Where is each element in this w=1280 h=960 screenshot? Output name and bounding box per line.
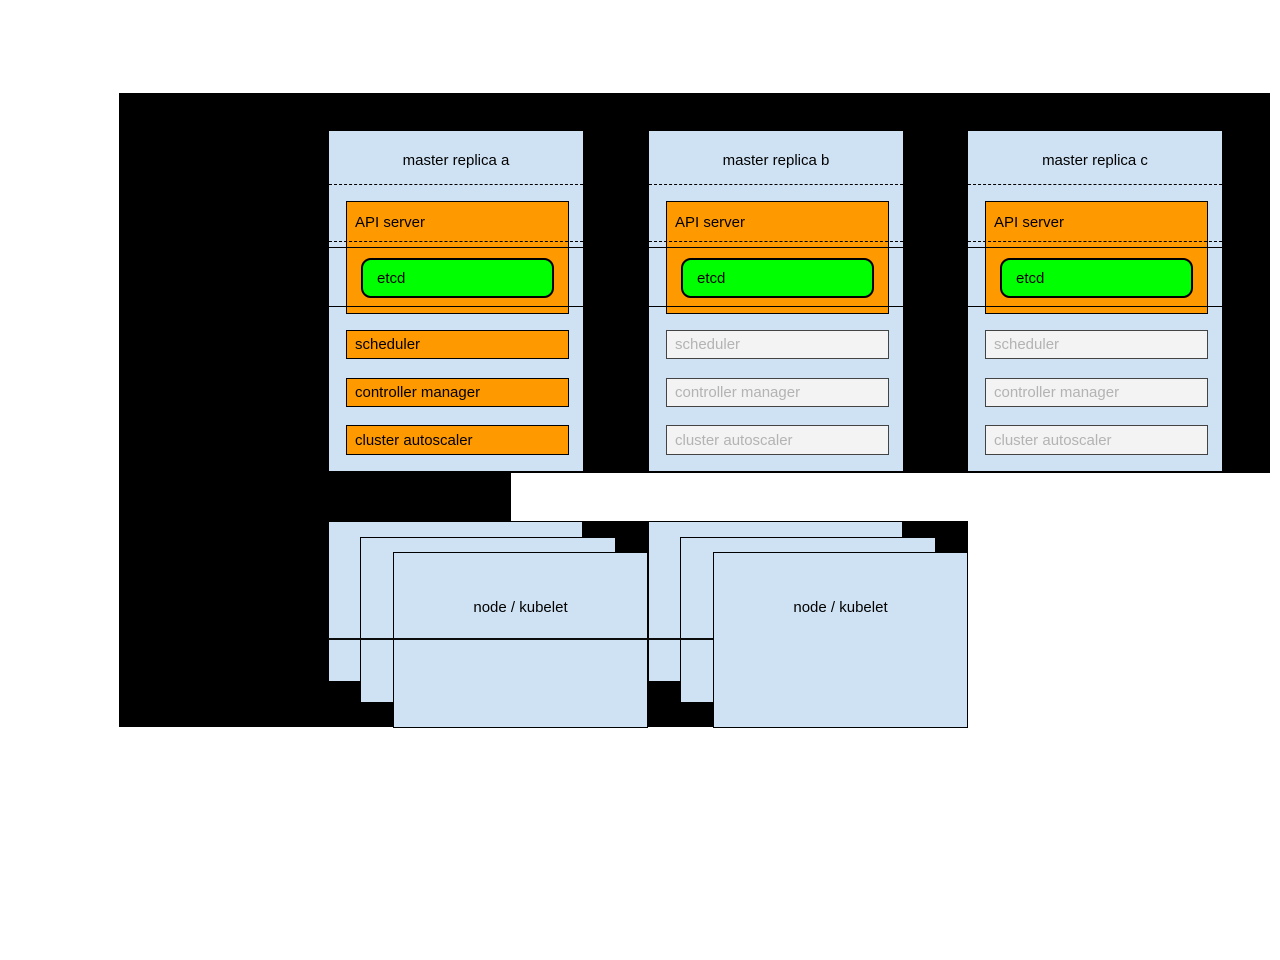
controller-manager-box: controller manager — [346, 378, 569, 407]
node-kubelet-label: node / kubelet — [473, 599, 568, 616]
etcd-label: etcd — [697, 269, 726, 287]
scheduler-box: scheduler — [346, 330, 569, 359]
cluster-autoscaler-box: cluster autoscaler — [666, 425, 889, 455]
controller-manager-label: controller manager — [994, 384, 1120, 401]
scheduler-box: scheduler — [666, 330, 889, 359]
api-server-label: API server — [994, 214, 1065, 231]
divider-solid — [649, 247, 903, 248]
etcd-box: etcd — [361, 258, 554, 298]
master-replica-c-box: master replica c API server etcd schedul… — [967, 130, 1223, 472]
etcd-box: etcd — [681, 258, 874, 298]
master-replica-b-box: master replica b API server etcd schedul… — [648, 130, 904, 472]
node-box-front: node / kubelet — [393, 552, 648, 728]
scheduler-box: scheduler — [985, 330, 1208, 359]
cluster-autoscaler-label: cluster autoscaler — [675, 431, 793, 449]
divider-solid — [968, 306, 1222, 307]
etcd-label: etcd — [377, 269, 406, 287]
api-server-label: API server — [355, 214, 426, 231]
cluster-autoscaler-label: cluster autoscaler — [355, 431, 473, 449]
scheduler-label: scheduler — [355, 336, 421, 353]
divider-solid — [329, 247, 583, 248]
scheduler-label: scheduler — [994, 336, 1060, 353]
node-group-1: node / kubelet — [328, 521, 648, 730]
api-server-label: API server — [675, 214, 746, 231]
master-replica-a-box: master replica a API server etcd schedul… — [328, 130, 584, 472]
cluster-autoscaler-label: cluster autoscaler — [994, 431, 1112, 449]
controller-manager-box: controller manager — [985, 378, 1208, 407]
node-kubelet-label: node / kubelet — [793, 599, 888, 616]
divider-dashed — [968, 241, 1222, 242]
master-title: master replica c — [1042, 152, 1148, 169]
cluster-autoscaler-box: cluster autoscaler — [985, 425, 1208, 455]
divider-dashed — [649, 184, 903, 185]
divider-dashed — [329, 184, 583, 185]
redaction-panel-left — [119, 473, 511, 521]
divider-dashed — [968, 184, 1222, 185]
divider-solid — [649, 306, 903, 307]
connector-line — [328, 638, 713, 640]
master-title: master replica a — [402, 152, 510, 169]
node-box-front: node / kubelet — [713, 552, 968, 728]
scheduler-label: scheduler — [675, 336, 741, 353]
divider-solid — [968, 247, 1222, 248]
controller-manager-label: controller manager — [675, 384, 801, 401]
controller-manager-box: controller manager — [666, 378, 889, 407]
divider-dashed — [649, 241, 903, 242]
cluster-autoscaler-box: cluster autoscaler — [346, 425, 569, 455]
divider-dashed — [329, 241, 583, 242]
etcd-box: etcd — [1000, 258, 1193, 298]
divider-solid — [329, 306, 583, 307]
etcd-label: etcd — [1016, 269, 1045, 287]
master-title: master replica b — [722, 152, 830, 169]
node-group-2: node / kubelet — [648, 521, 968, 730]
controller-manager-label: controller manager — [355, 384, 481, 401]
